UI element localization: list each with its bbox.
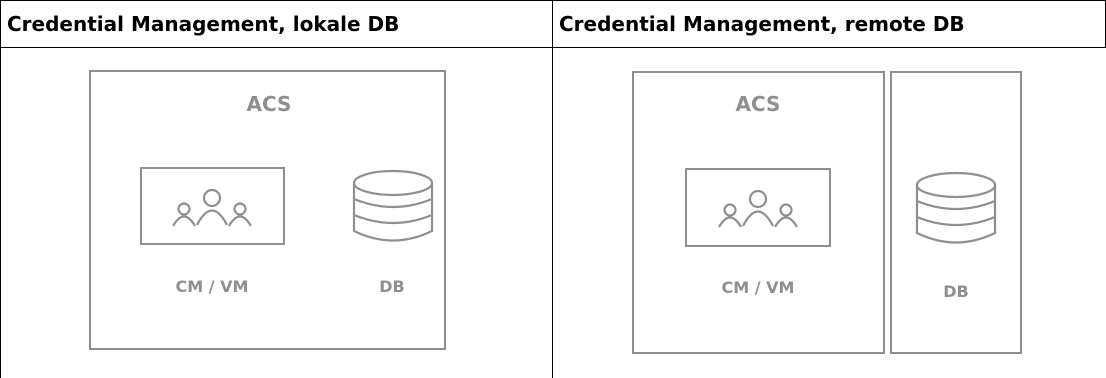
users-group-icon xyxy=(718,189,798,228)
database-icon xyxy=(352,169,434,242)
acs-label: ACS xyxy=(247,92,292,116)
users-group-icon xyxy=(172,188,252,227)
acs-system-box xyxy=(89,70,446,350)
remote-db-box xyxy=(890,71,1022,354)
acs-label: ACS xyxy=(736,92,781,116)
diagram-local-db: ACS CM / VM DB xyxy=(89,70,446,350)
table-left-border xyxy=(0,0,1,378)
cm-vm-box xyxy=(685,168,831,247)
header-cell-local-db: Credential Management, lokale DB xyxy=(7,12,400,36)
cm-vm-label: CM / VM xyxy=(176,277,249,296)
diagram-remote-db: ACS CM / VM DB xyxy=(632,71,1022,354)
cm-vm-label: CM / VM xyxy=(722,278,795,297)
acs-system-box xyxy=(632,71,885,354)
header-cell-remote-db: Credential Management, remote DB xyxy=(559,12,965,36)
db-label: DB xyxy=(943,282,968,301)
cm-vm-box xyxy=(140,167,285,245)
database-icon xyxy=(915,171,997,244)
table-header-row xyxy=(0,0,1106,48)
table-column-divider xyxy=(552,0,553,378)
db-label: DB xyxy=(379,277,404,296)
